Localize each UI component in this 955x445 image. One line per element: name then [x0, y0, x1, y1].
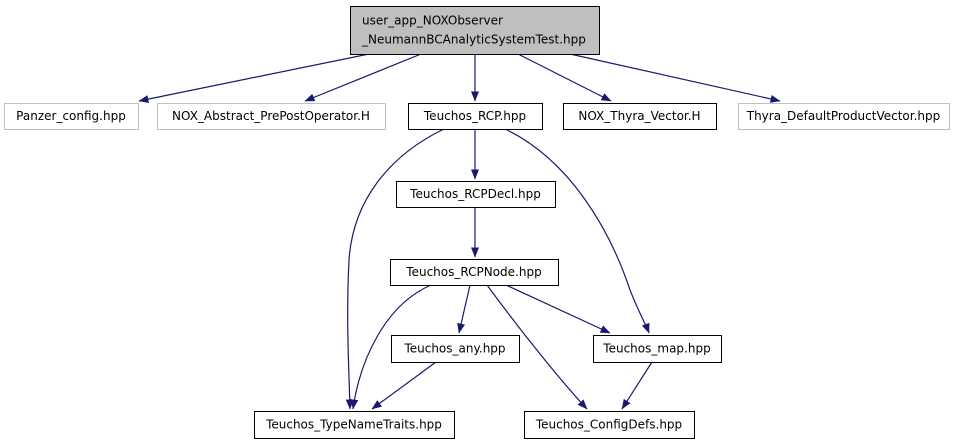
node-label: Teuchos_map.hpp: [602, 342, 710, 356]
node-label: Teuchos_any.hpp: [403, 342, 505, 356]
edge-arrow: [457, 284, 471, 334]
node-label: Panzer_config.hpp: [16, 109, 126, 123]
node-thyra-defaultproductvector[interactable]: Thyra_DefaultProductVector.hpp: [738, 103, 950, 130]
node-box: [563, 103, 717, 130]
edge-rcp-to-map: [504, 128, 650, 334]
node-box: [408, 103, 543, 130]
node-box: [254, 411, 455, 439]
node-box: [593, 335, 722, 363]
edge-rcpnode-to-configdefs: [486, 284, 588, 410]
edge-arrow: [350, 284, 432, 410]
node-teuchos-rcp[interactable]: Teuchos_RCP.hpp: [408, 103, 543, 130]
node-teuchos-rcpdecl[interactable]: Teuchos_RCPDecl.hpp: [396, 181, 556, 208]
edge-arrow: [621, 361, 653, 410]
node-label: Teuchos_RCP.hpp: [423, 109, 526, 123]
edge-root-to-noxabs: [304, 53, 422, 102]
edge-arrow: [304, 53, 422, 102]
node-box: [4, 103, 139, 130]
node-label: Teuchos_RCPNode.hpp: [405, 265, 541, 279]
node-label: Teuchos_ConfigDefs.hpp: [535, 418, 682, 432]
node-box: [738, 103, 950, 130]
edge-arrow: [486, 284, 588, 410]
edge-root-to-panzer: [138, 53, 370, 104]
edge-rcp-to-typename: [345, 128, 445, 410]
node-label: NOX_Abstract_PrePostOperator.H: [172, 109, 370, 123]
node-panzer-config[interactable]: Panzer_config.hpp: [4, 103, 139, 130]
node-label: user_app_NOXObserver: [362, 14, 503, 28]
edge-root-to-noxthyra: [517, 53, 612, 102]
nodes: user_app_NOXObserver _NeumannBCAnalyticSy…: [4, 6, 950, 439]
node-label: Thyra_DefaultProductVector.hpp: [746, 109, 941, 123]
node-box: [390, 259, 559, 286]
edge-any-to-typename: [371, 361, 437, 410]
edge-rcpnode-to-typename: [350, 284, 432, 410]
node-teuchos-map[interactable]: Teuchos_map.hpp: [593, 335, 722, 363]
node-box: [157, 103, 386, 130]
node-label: NOX_Thyra_Vector.H: [578, 109, 700, 123]
node-nox-abstract-prepostoperator[interactable]: NOX_Abstract_PrePostOperator.H: [157, 103, 386, 130]
node-nox-thyra-vector[interactable]: NOX_Thyra_Vector.H: [563, 103, 717, 130]
node-root-test-hpp[interactable]: user_app_NOXObserver _NeumannBCAnalyticSy…: [350, 6, 600, 55]
node-label: _NeumannBCAnalyticSystemTest.hpp: [361, 33, 586, 47]
edge-root-to-thyra: [569, 53, 781, 103]
edges: [138, 53, 781, 410]
edge-map-to-configdefs: [621, 361, 653, 410]
node-teuchos-typenametraits[interactable]: Teuchos_TypeNameTraits.hpp: [254, 411, 455, 439]
edge-arrow: [569, 53, 781, 103]
node-box: [391, 335, 520, 363]
edge-rcpnode-to-map: [505, 284, 611, 334]
node-box: [350, 6, 600, 55]
node-teuchos-configdefs[interactable]: Teuchos_ConfigDefs.hpp: [524, 411, 695, 439]
node-teuchos-rcpnode[interactable]: Teuchos_RCPNode.hpp: [390, 259, 559, 286]
node-teuchos-any[interactable]: Teuchos_any.hpp: [391, 335, 520, 363]
node-label: Teuchos_RCPDecl.hpp: [409, 187, 541, 201]
edge-arrow: [504, 128, 650, 334]
edge-arrow: [517, 53, 612, 102]
node-box: [524, 411, 695, 439]
node-box: [396, 181, 556, 208]
edge-rcpnode-to-any: [457, 284, 471, 334]
edge-arrow: [345, 128, 445, 410]
edge-arrow: [505, 284, 611, 334]
edge-arrow: [138, 53, 370, 104]
edge-arrow: [371, 361, 437, 410]
node-label: Teuchos_TypeNameTraits.hpp: [265, 418, 442, 432]
